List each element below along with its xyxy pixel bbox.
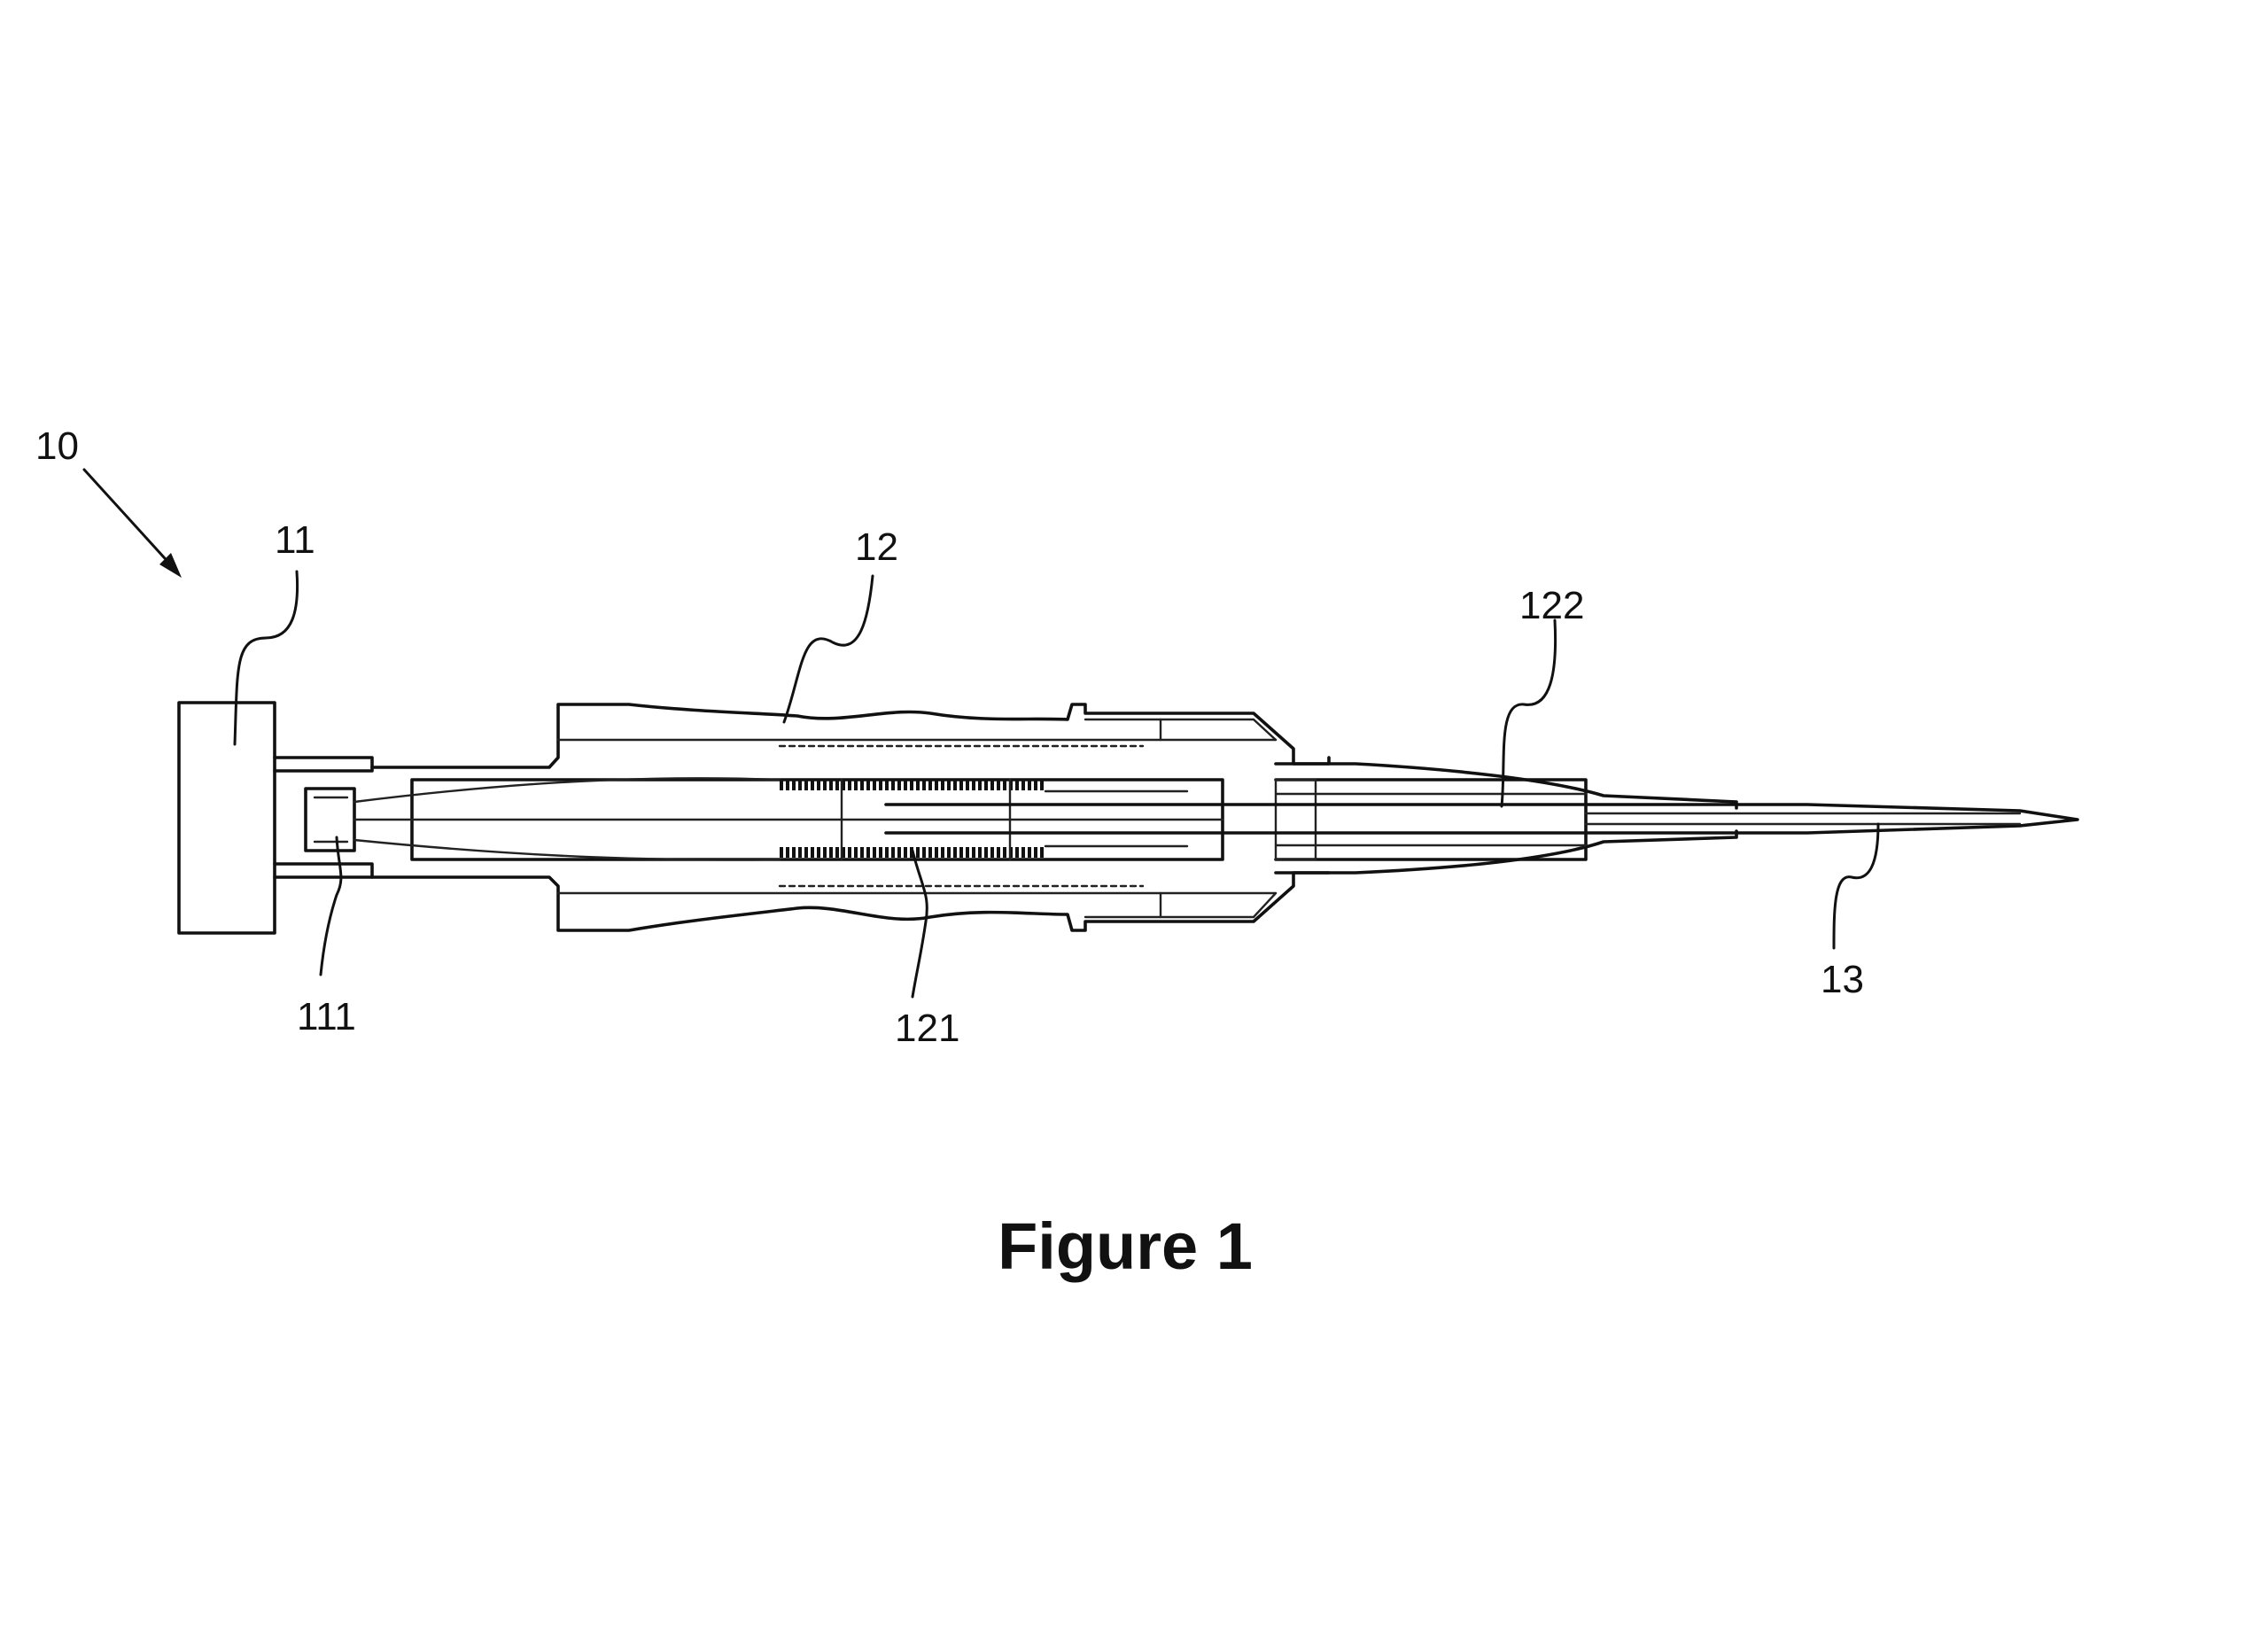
leader-lines [82, 468, 1880, 999]
reference-numerals: 10 11 12 122 111 121 13 [35, 424, 1864, 1050]
figure-caption: Figure 1 [998, 1209, 1253, 1283]
label-122: 122 [1519, 584, 1584, 627]
label-111: 111 [297, 995, 356, 1038]
cap-inner-sleeve [304, 787, 356, 852]
label-121: 121 [895, 1007, 959, 1050]
label-10: 10 [35, 424, 79, 468]
front-hub [1274, 762, 1738, 875]
label-11: 11 [275, 518, 315, 562]
needle [884, 803, 2079, 835]
label-13: 13 [1821, 958, 1864, 1001]
label-12: 12 [855, 525, 898, 569]
cap [177, 701, 374, 935]
spring-assembly [353, 777, 1224, 861]
body-housing [370, 703, 1331, 932]
